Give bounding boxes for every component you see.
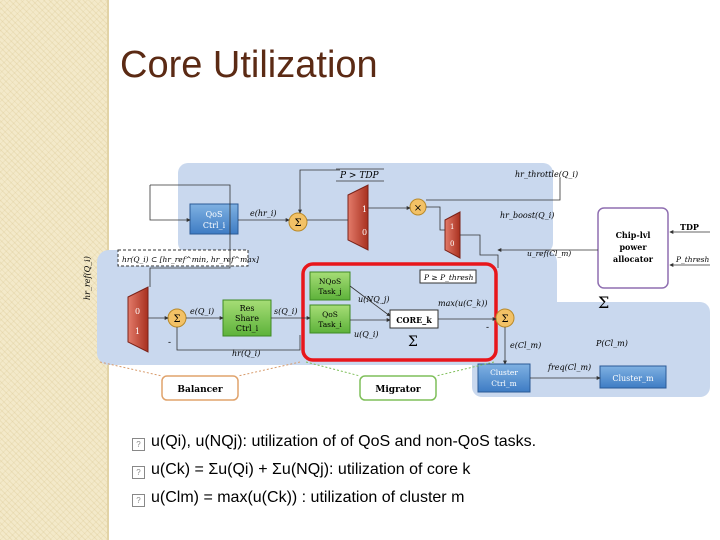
s-q-label: s(Q_i) bbox=[274, 307, 297, 316]
hr-range-label: hr(Q_i) ⊂ [hr_ref^min, hr_ref^max] bbox=[122, 255, 259, 264]
svg-text:Chip-lvl: Chip-lvl bbox=[616, 230, 651, 240]
svg-text:Migrator: Migrator bbox=[375, 385, 420, 395]
p-thresh-label: P_thresh bbox=[675, 255, 710, 264]
bullet-item: ? u(Clm) = max(u(Ck)) : utilization of cl… bbox=[132, 484, 536, 512]
hr-q-label: hr(Q_i) bbox=[232, 349, 260, 358]
bullet-marker: ? bbox=[132, 494, 145, 507]
svg-text:NQoS: NQoS bbox=[319, 277, 341, 286]
u-q-label: u(Q_i) bbox=[354, 330, 379, 339]
mux-mid bbox=[444, 211, 461, 259]
bullet-marker: ? bbox=[132, 466, 145, 479]
svg-text:Σ: Σ bbox=[294, 218, 301, 229]
slide-title: Core Utilization bbox=[120, 44, 378, 86]
bullet-text: u(Qi), u(NQj): utilization of of QoS and… bbox=[151, 433, 537, 450]
svg-text:QoS: QoS bbox=[322, 310, 338, 319]
bullet-list: ? u(Qi), u(NQj): utilization of of QoS an… bbox=[132, 428, 536, 512]
svg-text:Ctrl_i: Ctrl_i bbox=[236, 324, 259, 333]
svg-text:Cluster: Cluster bbox=[490, 368, 518, 377]
tdp-condition-label: P > TDP bbox=[339, 171, 380, 181]
svg-text:Task_i: Task_i bbox=[318, 320, 342, 329]
hr-range-box bbox=[117, 249, 249, 267]
tdp-input-label: TDP bbox=[680, 222, 699, 232]
svg-text:×: × bbox=[414, 203, 422, 214]
bullet-text: u(Clm) = max(u(Ck)) : utilization of clu… bbox=[151, 489, 465, 506]
e-q-label: e(Q_i) bbox=[190, 307, 214, 316]
svg-text:Σ: Σ bbox=[501, 314, 508, 325]
qos-ctrl-line1: QoS bbox=[206, 210, 223, 219]
svg-text:1: 1 bbox=[135, 327, 140, 336]
svg-text:Res: Res bbox=[240, 304, 255, 313]
bullet-item: ? u(Ck) = Σu(Qi) + Σu(NQj): utilization o… bbox=[132, 456, 536, 484]
hr-boost-label: hr_boost(Q_i) bbox=[500, 211, 554, 220]
svg-text:0: 0 bbox=[450, 240, 454, 248]
bullet-marker: ? bbox=[132, 438, 145, 451]
sigma-core: Σ bbox=[408, 334, 418, 350]
freq-label: freq(Cl_m) bbox=[547, 363, 591, 372]
balancer-box bbox=[161, 375, 239, 401]
svg-text:Balancer: Balancer bbox=[177, 385, 222, 395]
p-cond-box bbox=[419, 269, 477, 284]
qos-ctrl-line2: Ctrl_i bbox=[203, 221, 226, 230]
svg-text:CORE_k: CORE_k bbox=[396, 315, 432, 325]
core-highlight bbox=[301, 262, 498, 362]
hr-ref-side-label: hr_ref(Q_i) bbox=[83, 256, 92, 300]
svg-text:P ≥ P_thresh: P ≥ P_thresh bbox=[423, 273, 474, 282]
svg-text:allocator: allocator bbox=[613, 254, 654, 264]
bullet-item: ? u(Qi), u(NQj): utilization of of QoS an… bbox=[132, 428, 536, 456]
mux-left bbox=[127, 286, 149, 353]
mux-top bbox=[347, 184, 369, 251]
u-nq-label: u(NQ_j) bbox=[358, 295, 389, 304]
svg-text:Ctrl_m: Ctrl_m bbox=[491, 379, 517, 388]
svg-text:Task_j: Task_j bbox=[318, 287, 341, 296]
uref-cl-label: u_ref(Cl_m) bbox=[527, 249, 571, 258]
svg-text:Cluster_m: Cluster_m bbox=[612, 374, 654, 383]
svg-text:1: 1 bbox=[362, 205, 367, 214]
hr-throttle-label: hr_throttle(Q_i) bbox=[515, 170, 578, 179]
svg-text:0: 0 bbox=[135, 307, 140, 316]
nqos-task-box bbox=[309, 271, 351, 301]
e-cl-label: e(Cl_m) bbox=[510, 341, 541, 350]
bullet-text: u(Ck) = Σu(Qi) + Σu(NQj): utilization of… bbox=[151, 461, 471, 478]
svg-text:power: power bbox=[619, 242, 647, 252]
svg-text:-: - bbox=[168, 338, 171, 348]
sigma-right: Σ bbox=[598, 293, 609, 312]
svg-text:Σ: Σ bbox=[173, 314, 180, 325]
svg-text:1: 1 bbox=[450, 223, 454, 231]
p-cl-label: P(Cl_m) bbox=[595, 339, 628, 348]
max-u-label: max(u(C_k)) bbox=[438, 299, 487, 308]
sidebar-decoration bbox=[0, 0, 107, 540]
svg-text:0: 0 bbox=[362, 228, 367, 237]
chip-lvl-allocator bbox=[597, 207, 669, 289]
svg-text:Share: Share bbox=[235, 314, 259, 323]
e-hr-label: e(hr_i) bbox=[250, 209, 277, 218]
svg-text:-: - bbox=[486, 323, 489, 333]
migrator-box bbox=[359, 375, 437, 401]
